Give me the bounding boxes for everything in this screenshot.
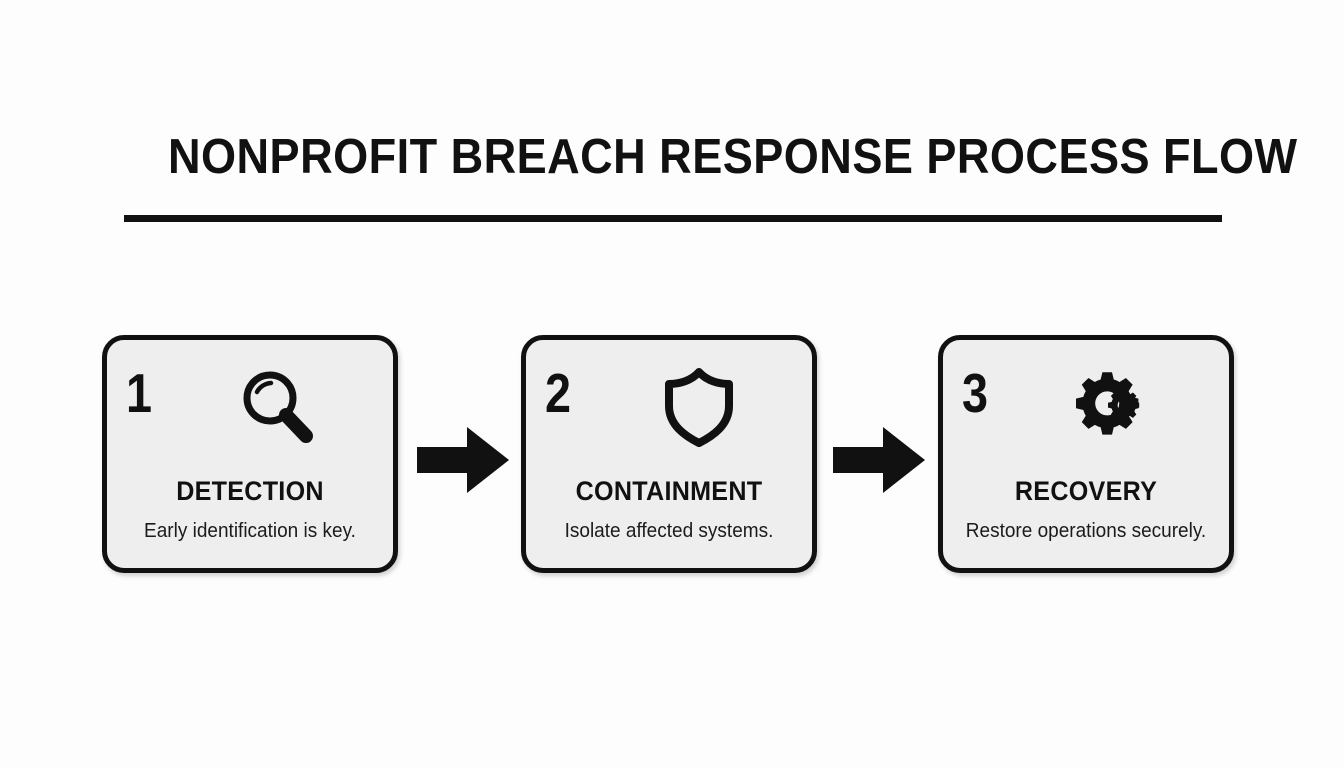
page-title: NONPROFIT BREACH RESPONSE PROCESS FLOW bbox=[168, 130, 1298, 184]
process-flow: 1 DETECTION Early identification is key.… bbox=[0, 335, 1344, 585]
title-underline-rule bbox=[124, 215, 1222, 222]
flow-step-card-containment[interactable]: 2 CONTAINMENT Isolate affected systems. bbox=[521, 335, 817, 573]
step-number: 3 bbox=[962, 362, 989, 424]
step-caption: Restore operations securely. bbox=[965, 520, 1207, 542]
shield-icon bbox=[649, 364, 749, 448]
step-title: RECOVERY bbox=[1014, 476, 1158, 506]
step-number: 2 bbox=[545, 362, 572, 424]
step-title: DETECTION bbox=[176, 476, 324, 506]
step-number: 1 bbox=[126, 362, 153, 424]
flow-step-card-recovery[interactable]: 3 RECOVERY Restore operations securely. bbox=[938, 335, 1234, 573]
magnifier-icon bbox=[230, 364, 330, 448]
step-caption: Isolate affected systems. bbox=[564, 520, 774, 542]
arrow-right-icon-2 bbox=[833, 427, 925, 493]
arrow-right-icon-1 bbox=[417, 427, 509, 493]
step-caption: Early identification is key. bbox=[144, 520, 356, 542]
gears-icon bbox=[1066, 364, 1166, 448]
flow-step-card-detection[interactable]: 1 DETECTION Early identification is key. bbox=[102, 335, 398, 573]
step-title: CONTAINMENT bbox=[575, 476, 763, 506]
